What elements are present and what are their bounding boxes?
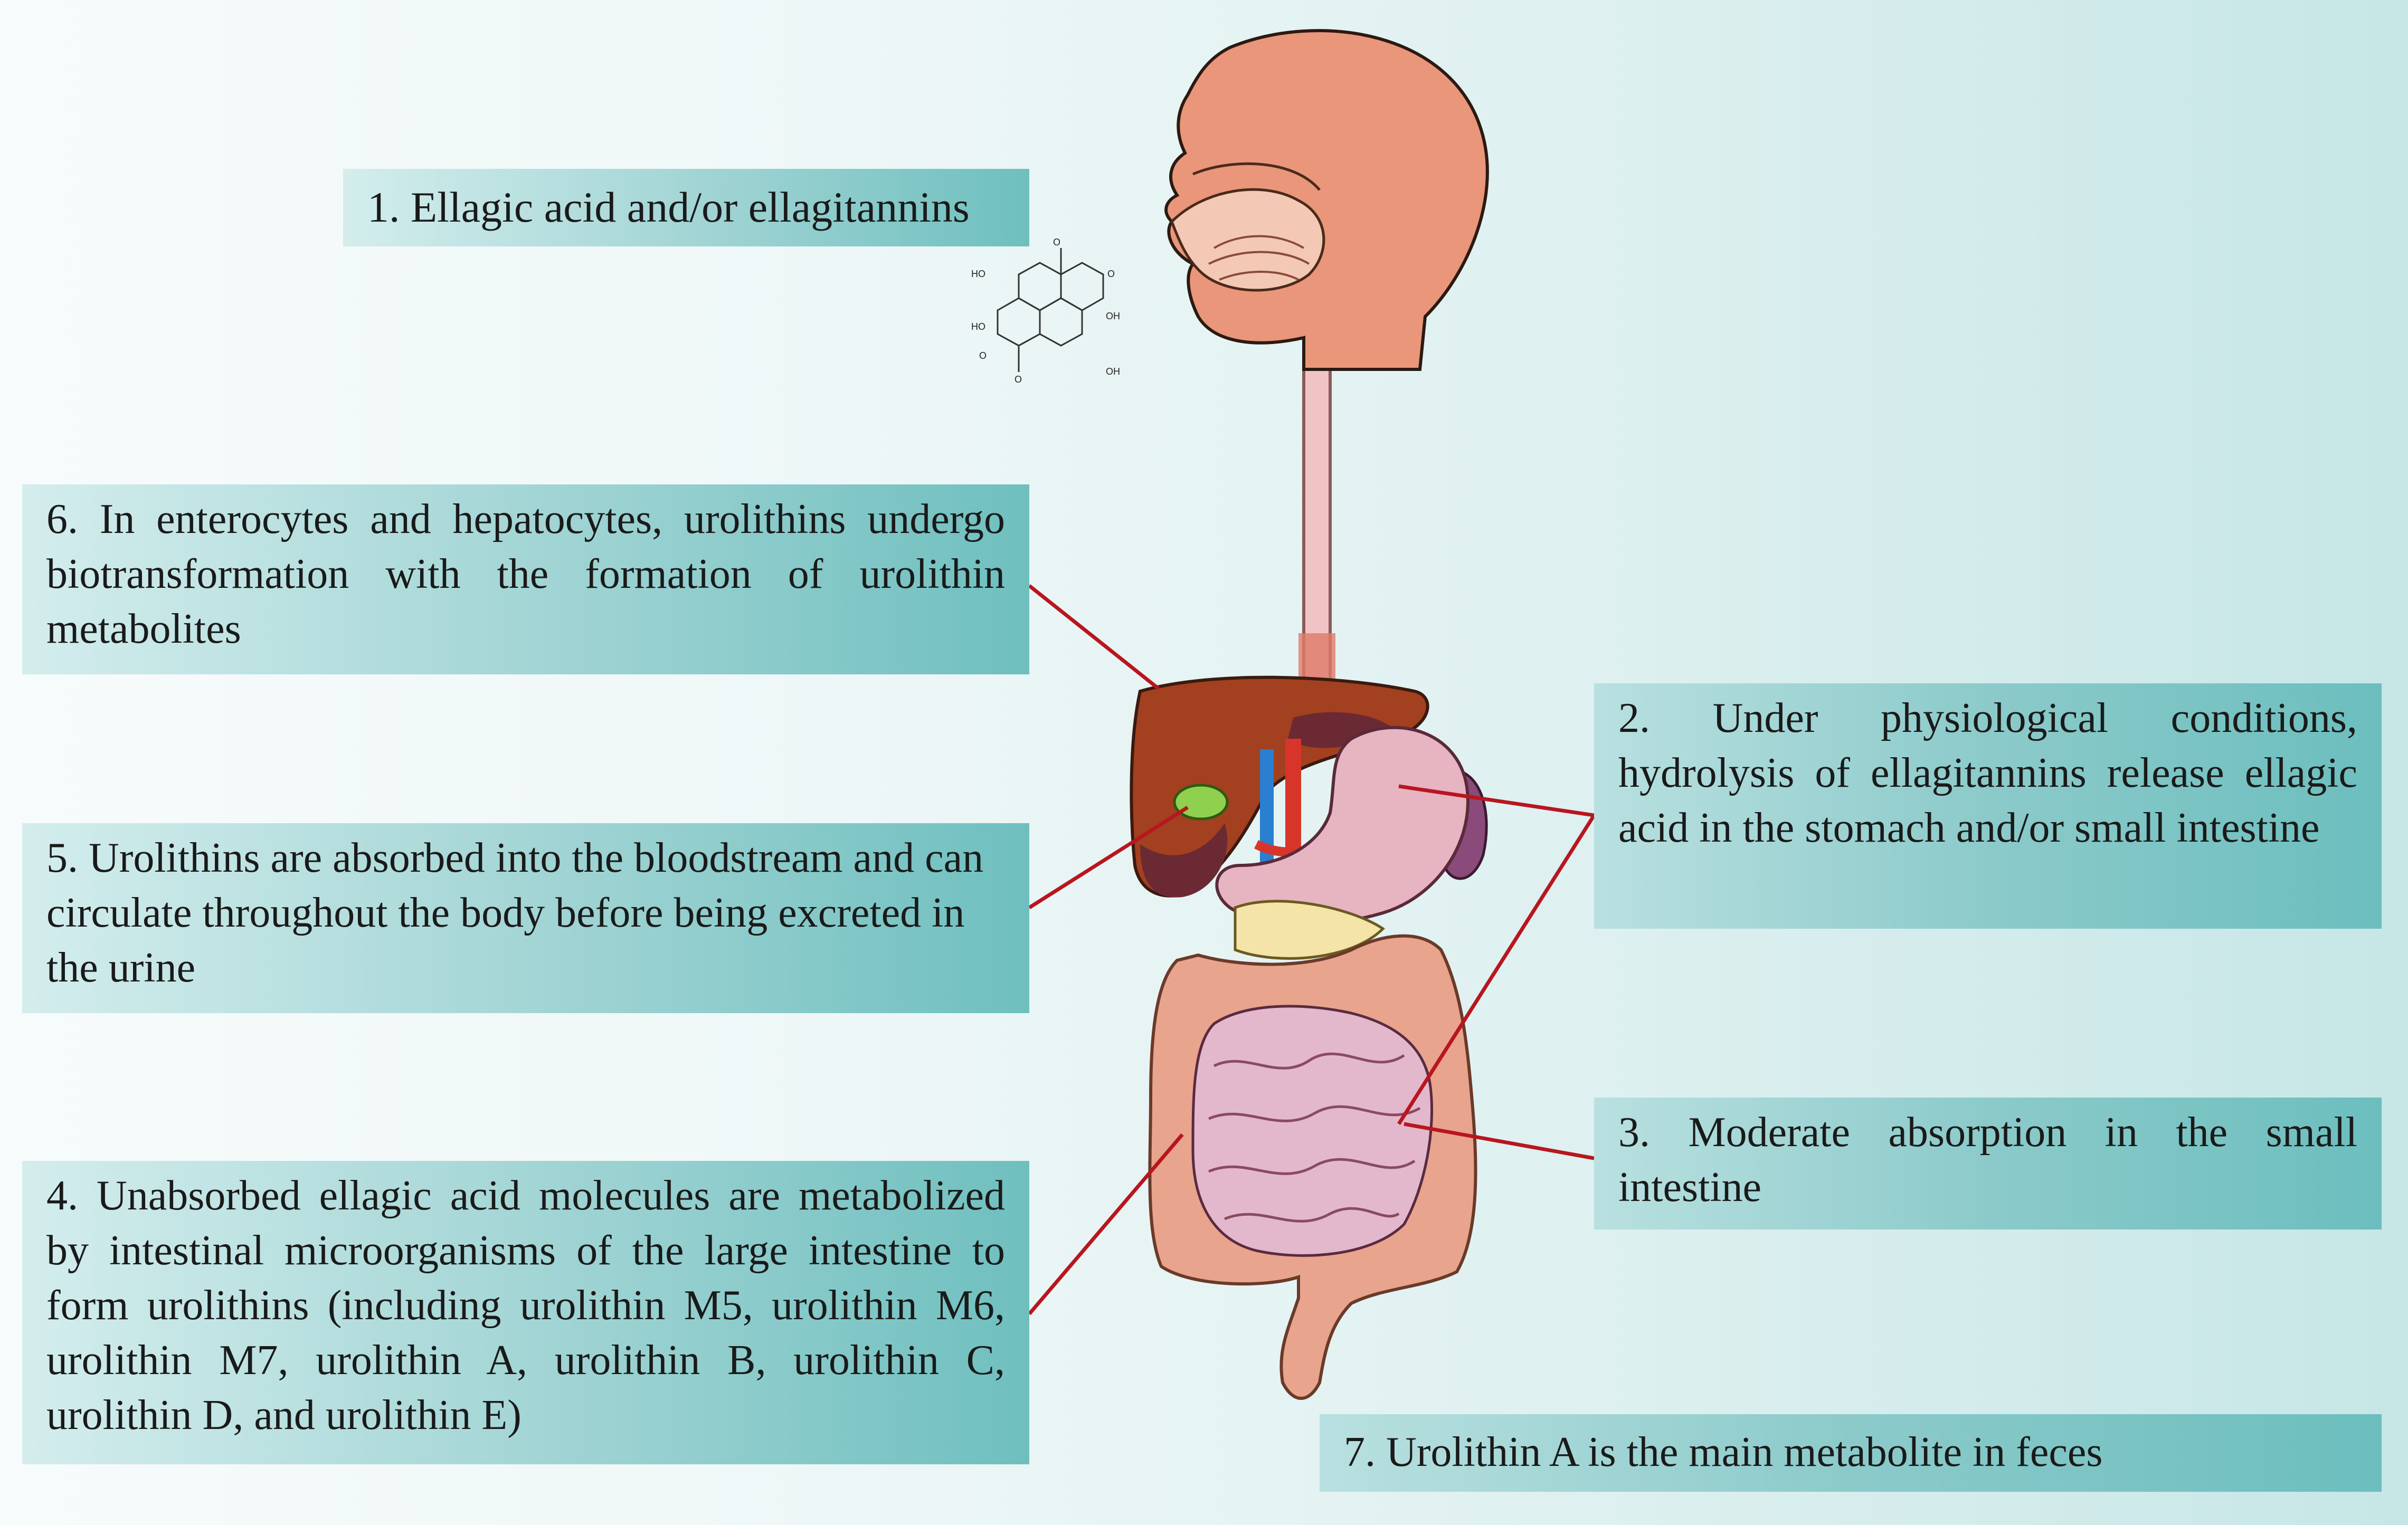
connector-6 (1028, 584, 1160, 690)
step-2-text: 2. Under physiological conditions, hydro… (1618, 695, 2357, 851)
step-1-text: 1. Ellagic acid and/or ellagitannins (367, 183, 970, 231)
connector-5 (1028, 806, 1189, 909)
step-4-text: 4. Unabsorbed ellagic acid molecules are… (46, 1173, 1005, 1438)
connector-4 (1028, 1133, 1184, 1316)
intestine-icon (1148, 934, 1477, 1400)
connector-3 (1404, 1122, 1595, 1160)
step-1-box: 1. Ellagic acid and/or ellagitannins (343, 169, 1029, 246)
step-5-text: 5. Urolithins are absorbed into the bloo… (46, 835, 984, 991)
gallbladder (1173, 784, 1229, 821)
svg-text:O: O (1015, 374, 1022, 385)
step-2-box: 2. Under physiological conditions, hydro… (1594, 683, 2382, 929)
svg-text:O: O (1107, 269, 1115, 279)
step-5-box: 5. Urolithins are absorbed into the bloo… (22, 823, 1029, 1013)
step-7-text: 7. Urolithin A is the main metabolite in… (1344, 1429, 2103, 1475)
small-intestine (1191, 1005, 1434, 1257)
svg-text:O: O (1053, 237, 1060, 247)
svg-text:O: O (979, 350, 987, 361)
step-4-box: 4. Unabsorbed ellagic acid molecules are… (22, 1161, 1029, 1464)
ellagic-acid-structure: O O HO HO OH OH O O (971, 237, 1120, 385)
pancreas (1234, 900, 1385, 960)
step-7-box: 7. Urolithin A is the main metabolite in… (1320, 1414, 2382, 1492)
svg-text:HO: HO (971, 269, 985, 279)
svg-text:OH: OH (1106, 366, 1120, 377)
svg-text:OH: OH (1106, 311, 1120, 321)
step-3-text: 3. Moderate absorption in the small inte… (1618, 1109, 2357, 1211)
step-3-box: 3. Moderate absorption in the small inte… (1594, 1098, 2382, 1229)
step-6-text: 6. In enterocytes and hepatocytes, uroli… (46, 496, 1005, 652)
human-head-icon (1164, 29, 1489, 371)
step-6-box: 6. In enterocytes and hepatocytes, uroli… (22, 484, 1029, 674)
svg-text:HO: HO (971, 321, 985, 332)
